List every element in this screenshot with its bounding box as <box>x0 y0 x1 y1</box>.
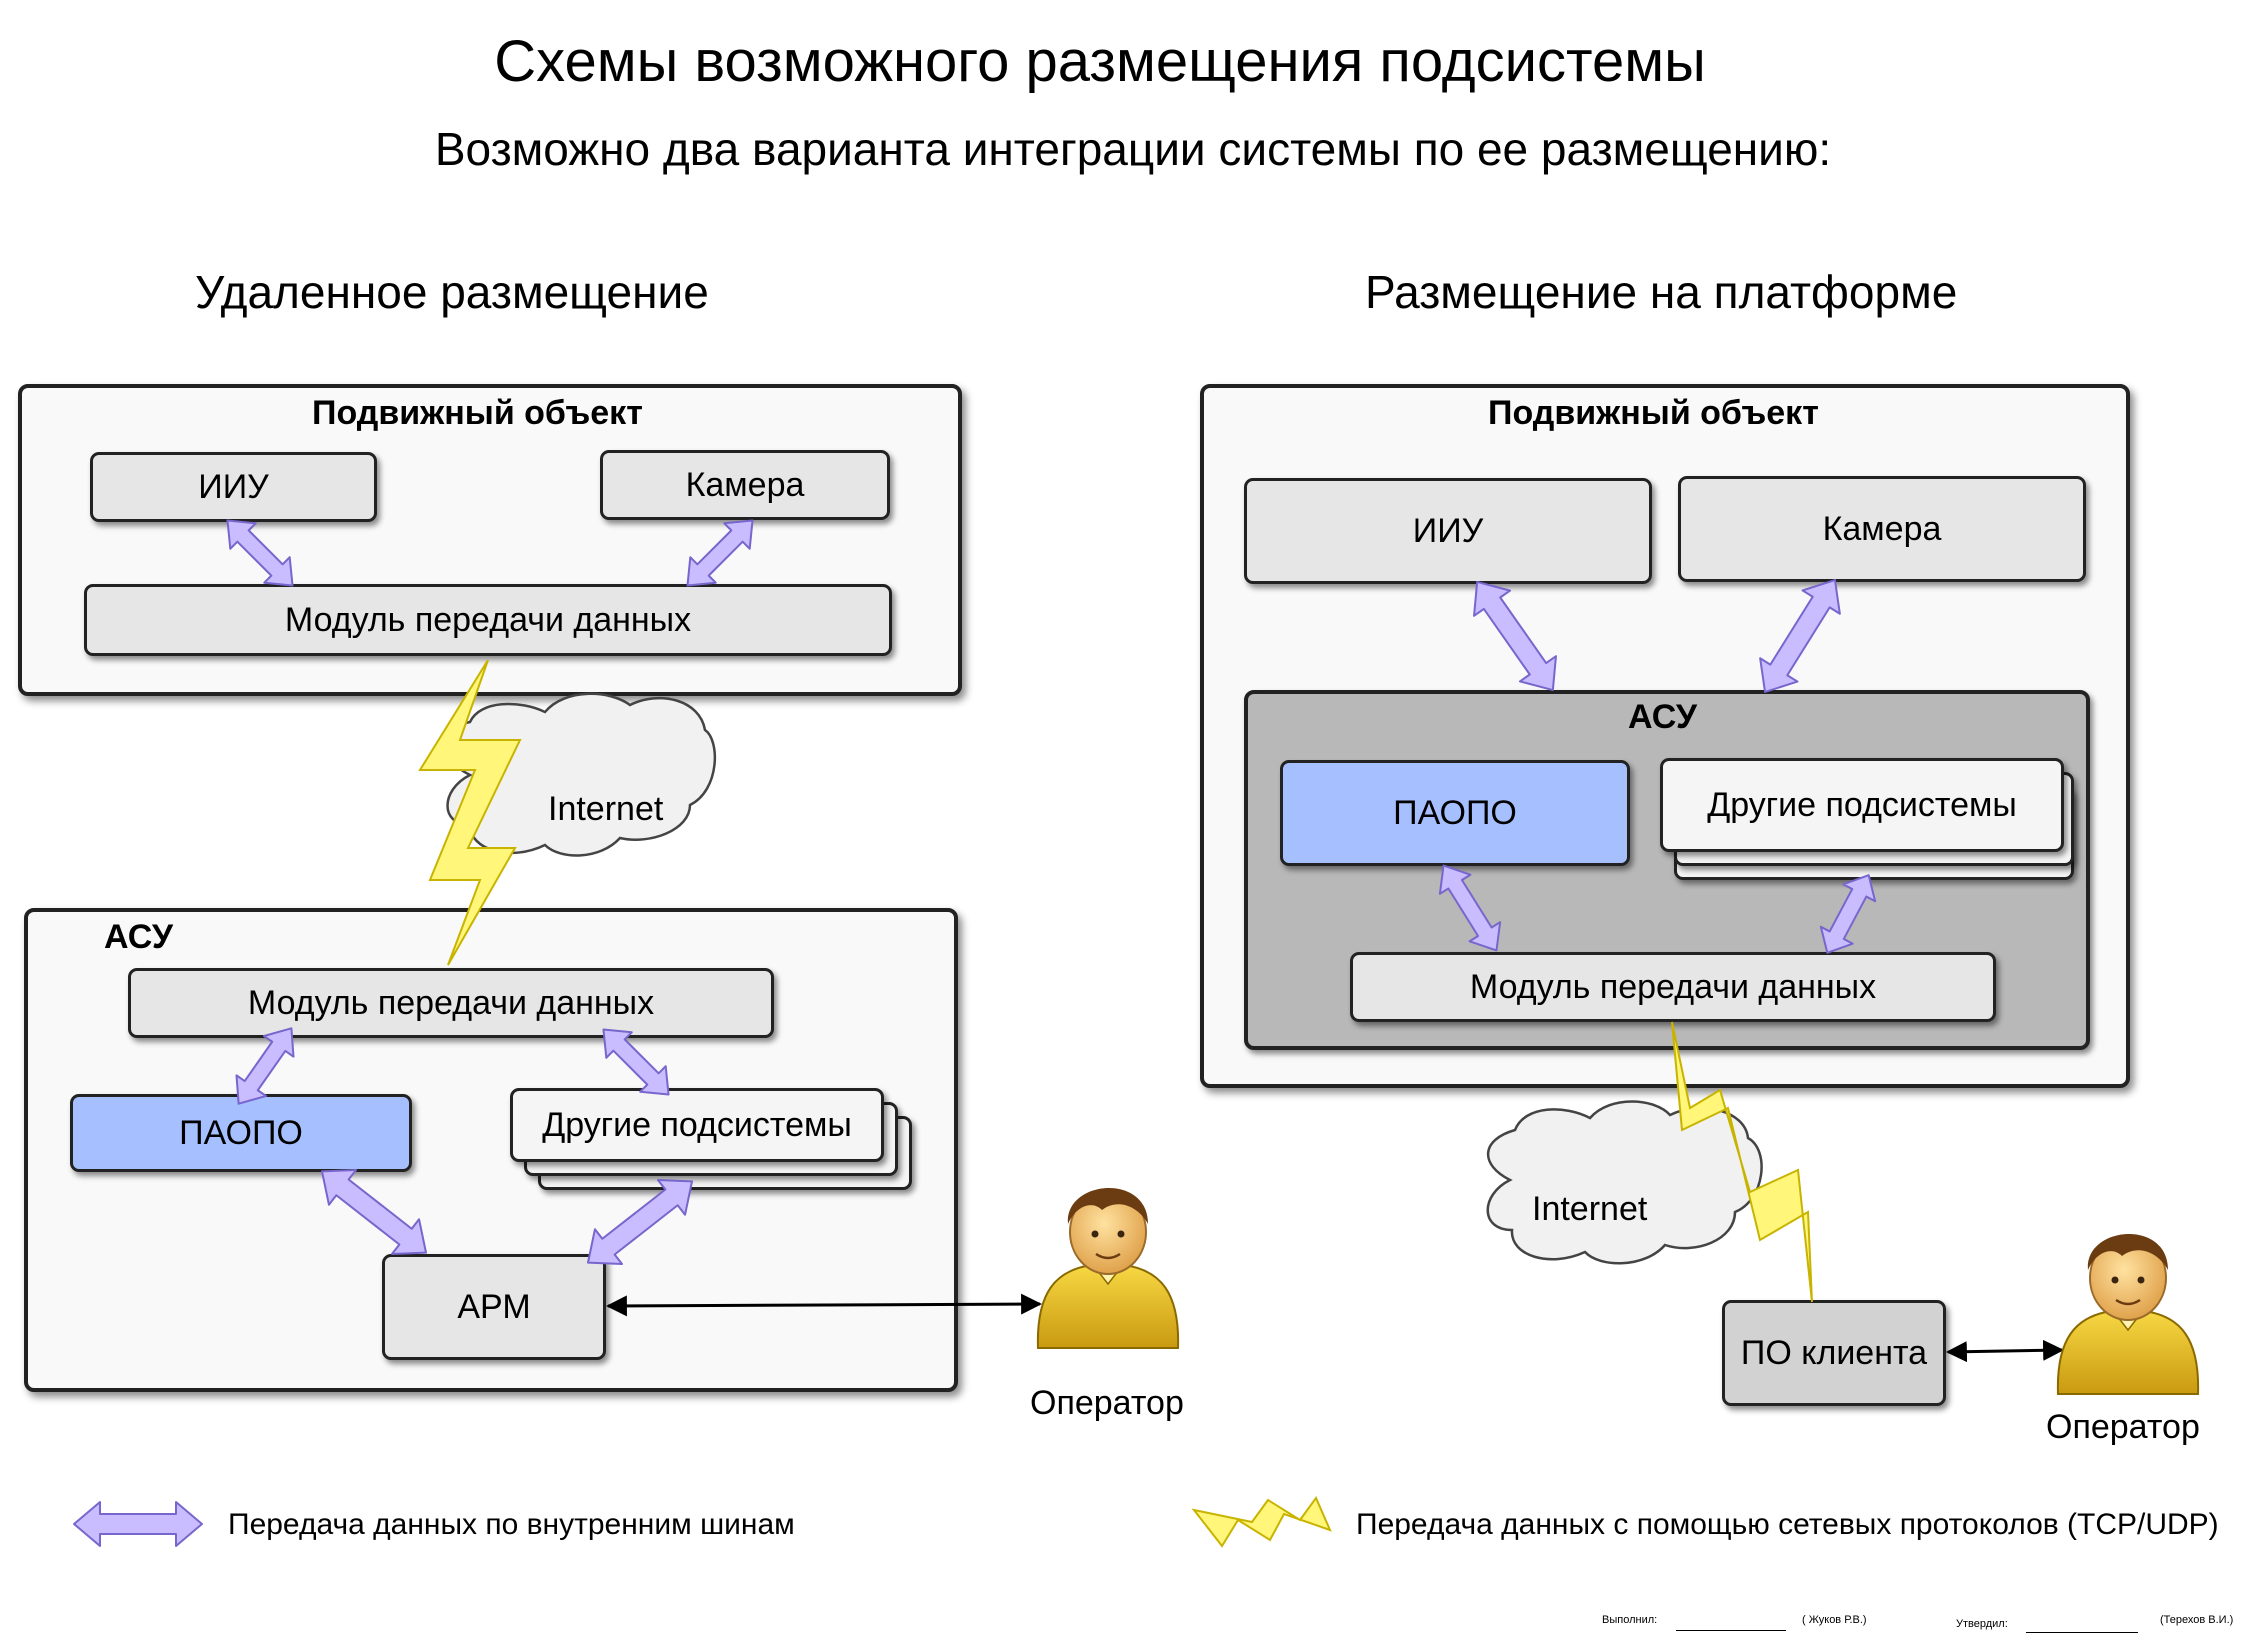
right-operator-label: Оператор <box>2046 1408 2200 1446</box>
left-arm-box: АРМ <box>382 1254 606 1360</box>
bus-arrow-left-paopo-module <box>235 1027 295 1105</box>
legend-network-label: Передача данных с помощью сетевых проток… <box>1356 1508 2219 1541</box>
left-mobile-object-label: Подвижный объект <box>312 394 643 432</box>
approved-by-name: (Терехов В.И.) <box>2160 1614 2234 1626</box>
right-client-software-box: ПО клиента <box>1722 1300 1946 1406</box>
bus-arrow-right-camera <box>1759 579 1841 693</box>
right-other-subsystems-box: Другие подсистемы <box>1660 758 2064 852</box>
left-camera-box: Камера <box>600 450 890 520</box>
right-camera-box: Камера <box>1678 476 2086 582</box>
left-arm-operator-link <box>605 1293 1043 1317</box>
performed-by-signature-line <box>1676 1630 1786 1631</box>
bus-arrow-left-iiu <box>226 519 294 587</box>
page-title: Схемы возможного размещения подсистемы <box>494 29 1706 94</box>
legend-network-bolt-icon <box>1191 1496 1332 1548</box>
left-asu-label: АСУ <box>104 918 173 956</box>
right-mobile-object-label: Подвижный объект <box>1488 394 1819 432</box>
bus-arrow-left-camera <box>686 519 754 587</box>
legend-bus-arrow-icon <box>73 1501 203 1547</box>
right-internet-label: Internet <box>1532 1190 1648 1228</box>
left-heading: Удаленное размещение <box>195 266 709 318</box>
left-asu-data-module-box: Модуль передачи данных <box>128 968 774 1038</box>
right-asu-label: АСУ <box>1628 698 1697 736</box>
performed-by-name: ( Жуков Р.В.) <box>1802 1614 1867 1626</box>
legend-internal-bus-label: Передача данных по внутренним шинам <box>228 1508 795 1541</box>
bus-arrow-right-iiu <box>1473 580 1557 692</box>
bus-arrow-right-paopo-module <box>1438 864 1502 952</box>
right-operator-person-icon <box>2056 1233 2200 1395</box>
right-internet-cloud <box>1486 1100 1763 1265</box>
left-internet-label: Internet <box>548 790 664 828</box>
bus-arrow-left-paopo-arm <box>320 1169 428 1255</box>
bus-arrow-left-other-arm <box>586 1179 694 1265</box>
right-iiu-box: ИИУ <box>1244 478 1652 584</box>
left-other-subsystems-box: Другие подсистемы <box>510 1088 884 1162</box>
page-subtitle: Возможно два варианта интеграции системы… <box>434 123 1832 175</box>
right-data-module-box: Модуль передачи данных <box>1350 952 1996 1022</box>
right-heading: Размещение на платформе <box>1365 266 1958 318</box>
approved-by-signature-line <box>2026 1632 2138 1633</box>
left-network-bolt <box>418 659 522 966</box>
left-paopo-box: ПАОПО <box>70 1094 412 1172</box>
left-operator-person-icon <box>1036 1187 1180 1349</box>
left-mobile-data-module-box: Модуль передачи данных <box>84 584 892 656</box>
right-paopo-box: ПАОПО <box>1280 760 1630 866</box>
left-operator-label: Оператор <box>1030 1384 1184 1422</box>
approved-by-label: Утвердил: <box>1956 1618 2008 1630</box>
performed-by-label: Выполнил: <box>1602 1614 1658 1626</box>
bus-arrow-right-other-module <box>1819 874 1877 954</box>
bus-arrow-left-other-module <box>602 1028 670 1096</box>
right-network-bolt <box>1671 1021 1813 1303</box>
right-client-operator-link <box>1945 1339 2065 1363</box>
